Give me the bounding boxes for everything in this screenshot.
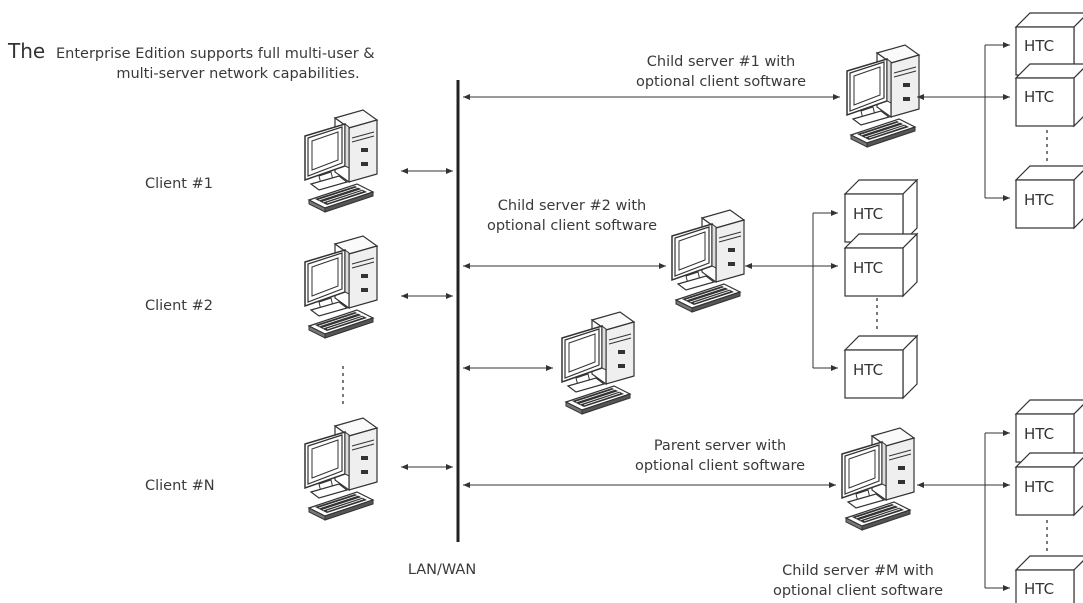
child2-htc-a-label: HTC [853,205,883,223]
parent-htc-c-label: HTC [1024,580,1054,598]
child1-htc-b-label: HTC [1024,88,1054,106]
client-n-computer-icon [304,417,378,521]
parent-label-line1: Parent server with [654,438,786,454]
child1-htc-c-label: HTC [1024,191,1054,209]
child2-label-line2: optional client software [487,218,657,234]
client-2-label: Client #2 [145,298,213,314]
child2-label-line1: Child server #2 with [498,198,646,214]
parent-label-line2: optional client software [635,458,805,474]
child2-computer-icon [671,209,745,313]
parent-htc-b-label: HTC [1024,478,1054,496]
title-line1: Enterprise Edition supports full multi-u… [56,46,375,62]
child1-computer-icon [846,44,920,148]
middle-computer-icon [561,311,635,415]
client-1-label: Client #1 [145,176,213,192]
client-1-computer-icon [304,109,378,213]
child1-htc-a-label: HTC [1024,37,1054,55]
parent-computer-icon [841,427,915,531]
childM-label-line1: Child server #M with [782,563,934,579]
parent-htc-a-label: HTC [1024,425,1054,443]
lan-wan-label: LAN/WAN [408,562,476,578]
childM-label-line2: optional client software [773,583,943,599]
title-line2: multi-server network capabilities. [116,66,359,82]
child2-htc-c-label: HTC [853,361,883,379]
child1-label-line2: optional client software [636,74,806,90]
client-2-computer-icon [304,235,378,339]
child1-label-line1: Child server #1 with [647,54,795,70]
title-lead: The [7,39,45,63]
client-n-label: Client #N [145,478,215,494]
child2-htc-b-label: HTC [853,259,883,277]
